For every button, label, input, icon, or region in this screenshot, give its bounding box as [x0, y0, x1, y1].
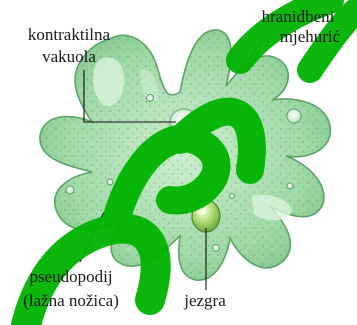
label-pseudopod-line1: pseudopodij: [29, 267, 112, 286]
label-pseudopod-line2: (lažna nožica): [23, 291, 119, 310]
label-food-vacuole-line2: mjehurić: [280, 27, 341, 46]
label-nucleus: jezgra: [183, 291, 226, 310]
label-contractile-vacuole-line2: vakuola: [42, 47, 96, 66]
label-contractile-vacuole-line1: kontraktilna: [28, 25, 111, 44]
label-food-vacuole-line1: hranidbeni: [262, 7, 335, 26]
